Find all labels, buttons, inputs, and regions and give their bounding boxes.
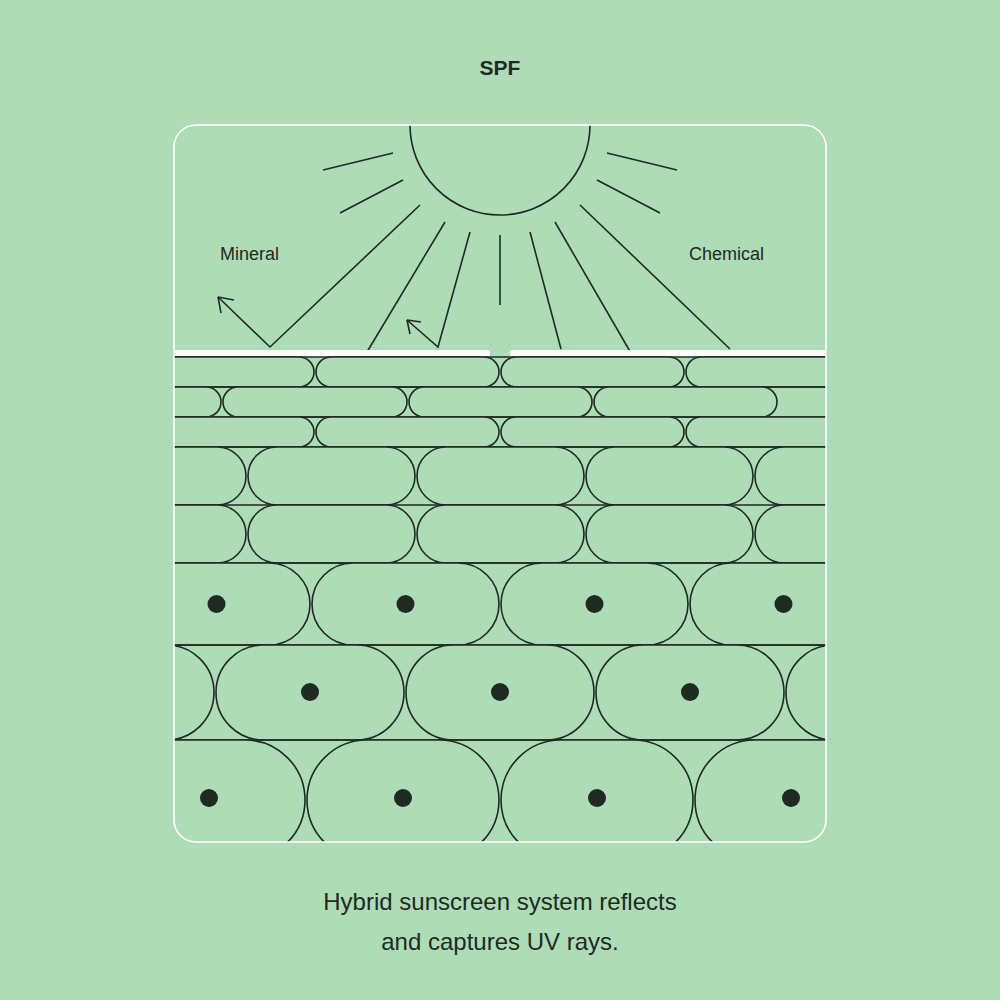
skin-cell bbox=[501, 417, 684, 447]
side-label: Mineral bbox=[220, 244, 279, 265]
skin-cell bbox=[501, 357, 684, 387]
skin-cell bbox=[501, 740, 693, 842]
caption: Hybrid sunscreen system reflects and cap… bbox=[300, 882, 700, 962]
title: SPF bbox=[0, 56, 1000, 80]
skin-cell bbox=[786, 645, 826, 740]
skin-cell bbox=[586, 505, 753, 563]
cell-nucleus bbox=[775, 595, 793, 613]
cell-nucleus bbox=[200, 789, 218, 807]
skin-cell bbox=[409, 387, 592, 417]
skin-cell bbox=[686, 417, 826, 447]
skin-cell bbox=[596, 645, 784, 740]
cell-nucleus bbox=[681, 683, 699, 701]
skin-cell bbox=[316, 357, 499, 387]
skin-cell bbox=[174, 563, 310, 645]
skin-cell bbox=[174, 357, 314, 387]
cell-nucleus bbox=[301, 683, 319, 701]
cell-nucleus bbox=[586, 595, 604, 613]
skin-cell bbox=[501, 563, 688, 645]
skin-cell bbox=[174, 645, 214, 740]
skin-cell bbox=[174, 740, 305, 842]
cell-nucleus bbox=[491, 683, 509, 701]
side-label: Chemical bbox=[689, 244, 764, 265]
skin-cell bbox=[594, 387, 777, 417]
skin-cell bbox=[316, 417, 499, 447]
cell-nucleus bbox=[394, 789, 412, 807]
skin-cell bbox=[174, 417, 314, 447]
skin-cell bbox=[755, 447, 826, 505]
skin-cell bbox=[174, 447, 246, 505]
skin-cell bbox=[406, 645, 594, 740]
skin-cell bbox=[248, 505, 415, 563]
panel-frame bbox=[174, 125, 826, 842]
cell-nucleus bbox=[588, 789, 606, 807]
sunscreen-film bbox=[510, 350, 826, 357]
skin-cell bbox=[686, 357, 826, 387]
skin-cell bbox=[312, 563, 499, 645]
cell-nucleus bbox=[208, 595, 226, 613]
skin-cell bbox=[248, 447, 415, 505]
cell-nucleus bbox=[782, 789, 800, 807]
skin-cell bbox=[216, 645, 404, 740]
skin-cell bbox=[586, 447, 753, 505]
sun bbox=[410, 125, 590, 215]
skin-cell bbox=[417, 505, 584, 563]
skin-cell bbox=[174, 505, 246, 563]
skin-cell bbox=[307, 740, 499, 842]
skin-cell bbox=[417, 447, 584, 505]
skin-cell bbox=[174, 387, 221, 417]
skin-cell bbox=[223, 387, 407, 417]
cell-row-line bbox=[174, 739, 826, 741]
sunscreen-film bbox=[174, 350, 490, 357]
skin-cell bbox=[695, 740, 826, 842]
cell-nucleus bbox=[397, 595, 415, 613]
skin-cell bbox=[690, 563, 826, 645]
skin-cell bbox=[755, 505, 826, 563]
